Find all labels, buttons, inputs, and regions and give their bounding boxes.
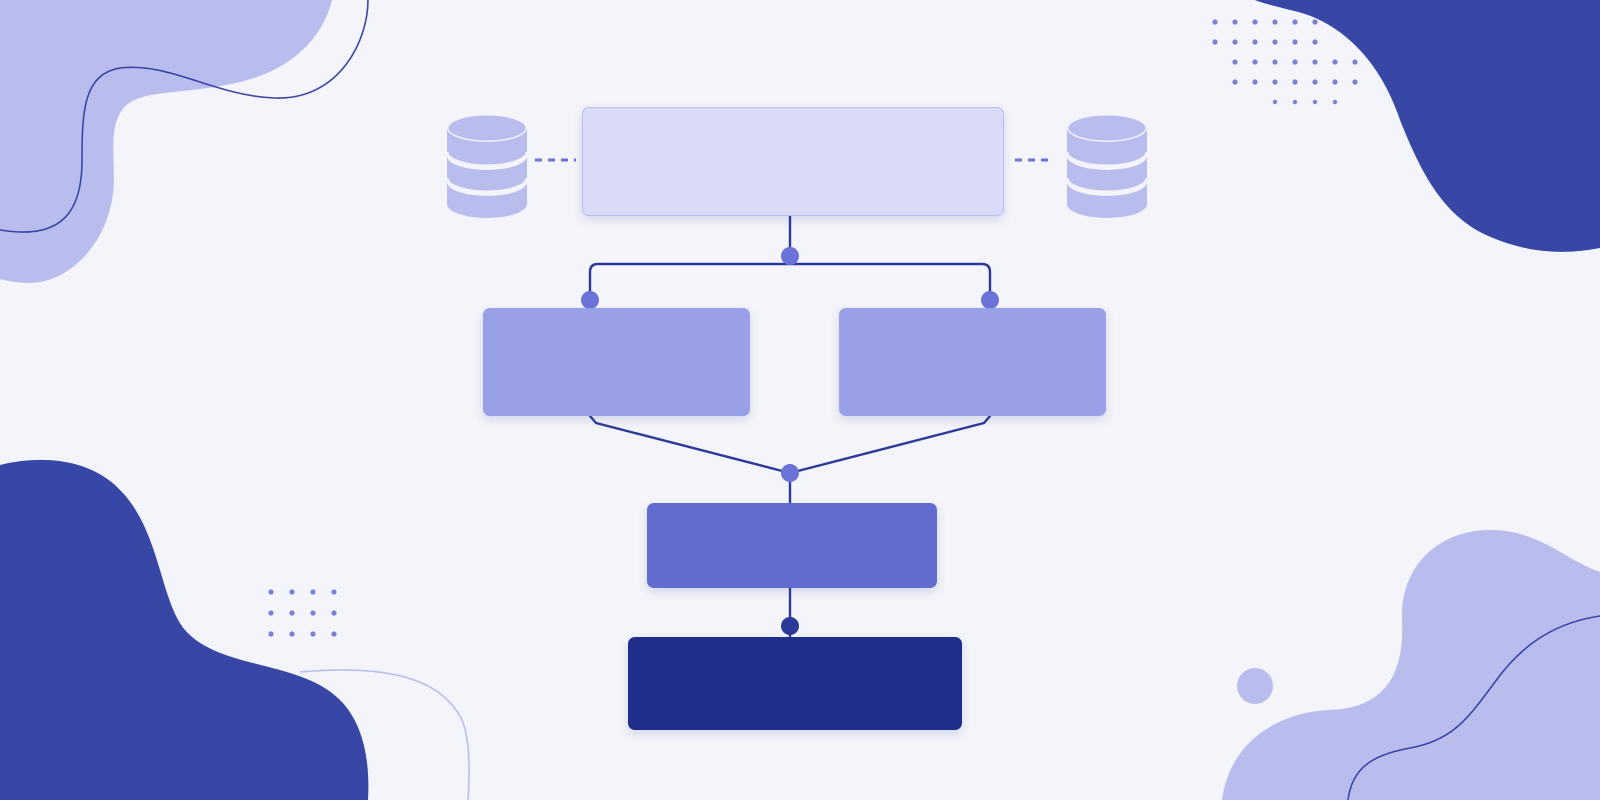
node-dot-top [781, 247, 799, 265]
connector-split-left [588, 262, 792, 302]
connector-merge-right [788, 414, 992, 475]
node-dot-right [981, 291, 999, 309]
node-dot-merge [781, 464, 799, 482]
node-top [582, 107, 1004, 216]
curve-bottom-right [1347, 615, 1600, 800]
node-middle-right [839, 308, 1106, 416]
blob-bottom-right [1222, 530, 1600, 800]
connector-split-right [788, 262, 992, 302]
node-dot-bottom [781, 617, 799, 635]
decorative-circle [1237, 668, 1273, 704]
node-dot-left [581, 291, 599, 309]
blob-top-right [1255, 0, 1600, 252]
database-icon-right [1065, 112, 1149, 218]
blob-top-left [0, 0, 332, 283]
dot-grid-top-right [1212, 19, 1358, 105]
curve-bottom-left [299, 669, 470, 800]
blob-bottom-left [0, 459, 369, 800]
node-bottom [628, 637, 962, 730]
curve-top-left [0, 0, 369, 233]
node-middle-left [483, 308, 750, 416]
connector-merge-left [588, 414, 792, 475]
dot-grid-bottom-left [268, 589, 337, 637]
database-icon-left [445, 112, 529, 218]
node-lower [647, 503, 937, 588]
